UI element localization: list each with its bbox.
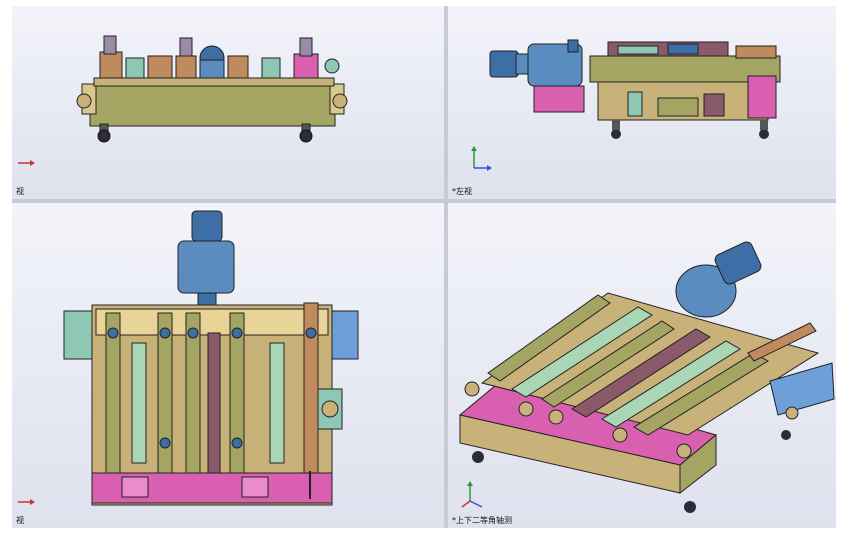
viewport-label: *上下二等角轴测 xyxy=(452,516,512,525)
orientation-triad-icon xyxy=(471,146,492,171)
viewport-splitter-vertical[interactable] xyxy=(444,6,448,528)
top-view-model xyxy=(63,210,359,506)
viewport-label: *左视 xyxy=(452,187,472,196)
viewport-left[interactable]: *左视 xyxy=(448,6,836,199)
isometric-view-model xyxy=(458,241,835,513)
orientation-triad-icon xyxy=(461,481,483,508)
orientation-triad-icon xyxy=(18,499,35,505)
viewport-top[interactable]: 视 xyxy=(12,203,444,528)
viewport-front[interactable]: 视 xyxy=(12,6,444,199)
front-view-model xyxy=(76,35,348,143)
cad-graphics-area[interactable]: 视 xyxy=(12,6,836,528)
viewport-splitter-horizontal[interactable] xyxy=(12,199,836,203)
viewport-label: 视 xyxy=(16,516,24,525)
orientation-triad-icon xyxy=(18,160,35,166)
left-view-model xyxy=(489,39,781,139)
viewport-label: 视 xyxy=(16,187,24,196)
viewport-isometric[interactable]: *上下二等角轴测 xyxy=(448,203,836,528)
